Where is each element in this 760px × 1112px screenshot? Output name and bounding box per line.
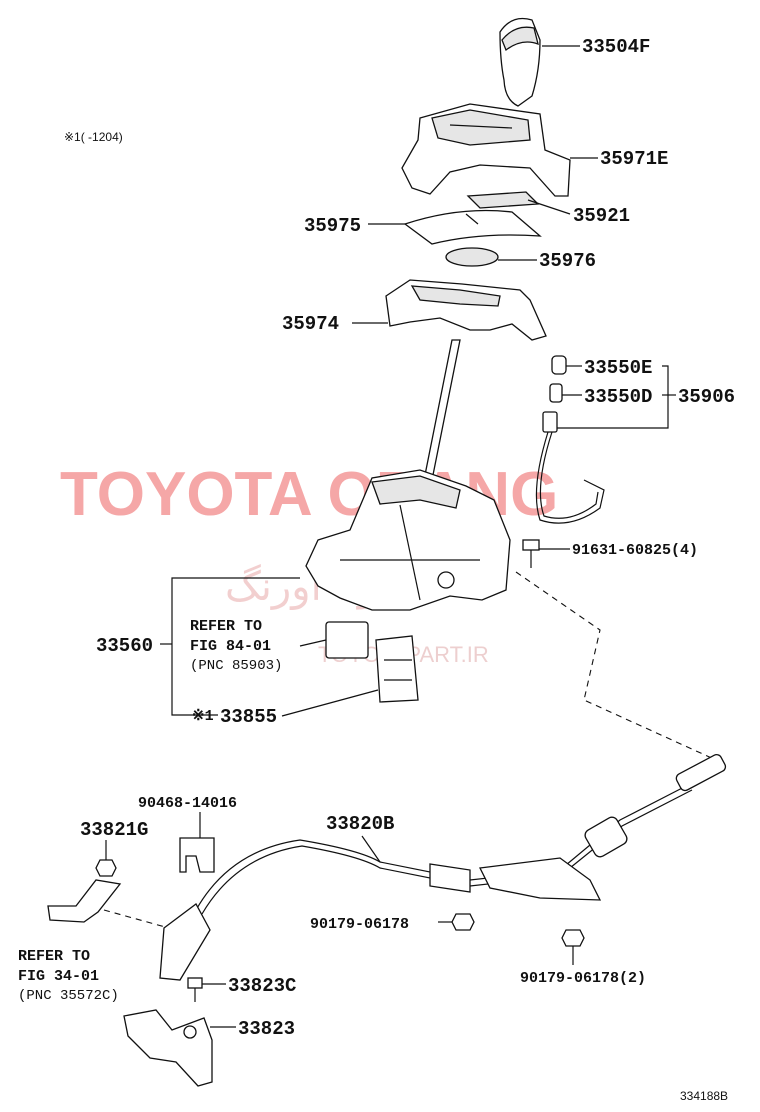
indicator-light-wire — [535, 411, 605, 524]
label-35906: 35906 — [678, 386, 735, 408]
label-33855: 33855 — [220, 706, 277, 728]
label-35971e: 35971E — [600, 148, 668, 170]
label-91631-60825: 91631-60825(4) — [572, 542, 698, 559]
plate-35921-part — [466, 191, 540, 209]
label-33550d: 33550D — [584, 386, 652, 408]
label-33550e: 33550E — [584, 357, 652, 379]
bolt-91631-part — [522, 539, 540, 568]
label-33820b: 33820B — [326, 813, 394, 835]
bolt-33823c-part — [187, 977, 203, 1002]
refer-84-line3: (PNC 85903) — [190, 658, 282, 674]
label-90468-14016: 90468-14016 — [138, 795, 237, 812]
label-90179-06178-2: 90179-06178(2) — [520, 970, 646, 987]
label-35975: 35975 — [304, 215, 361, 237]
refer-84-line2: FIG 84-01 — [190, 638, 271, 655]
switch-33855-part — [375, 635, 419, 703]
label-switch-mark: ※1 — [192, 708, 214, 725]
shift-lever-rod — [423, 339, 461, 481]
clip-90468-part — [179, 837, 215, 873]
shift-knob-part — [499, 17, 541, 107]
label-33560: 33560 — [96, 635, 153, 657]
connector-block-part — [325, 621, 369, 659]
label-35976: 35976 — [539, 250, 596, 272]
label-33821g: 33821G — [80, 819, 148, 841]
label-35974: 35974 — [282, 313, 339, 335]
refer-84-line1: REFER TO — [190, 618, 262, 635]
upper-housing-part — [385, 279, 547, 341]
label-90179-06178: 90179-06178 — [310, 916, 409, 933]
refer-34-line3: (PNC 35572C) — [18, 988, 119, 1004]
nut-90179-single-part — [451, 913, 475, 931]
small-bracket-part — [47, 879, 122, 923]
bulb-cap-part — [551, 355, 567, 375]
nut-33821g-part — [95, 859, 117, 877]
bulb-part — [549, 383, 563, 403]
cover-35976-part — [445, 247, 499, 267]
indicator-housing-part — [401, 103, 571, 197]
shift-lever-body-part — [305, 469, 511, 611]
label-35921: 35921 — [573, 205, 630, 227]
label-33823: 33823 — [238, 1018, 295, 1040]
bracket-33823-part — [123, 1009, 213, 1087]
applicability-note: ※1( -1204) — [64, 130, 123, 144]
control-cable-part — [159, 753, 727, 981]
label-33504f: 33504F — [582, 36, 650, 58]
refer-34-line2: FIG 34-01 — [18, 968, 99, 985]
nut-90179-double-part — [561, 929, 585, 947]
label-33823c: 33823C — [228, 975, 296, 997]
refer-34-line1: REFER TO — [18, 948, 90, 965]
figure-number: 334188B — [680, 1089, 728, 1103]
slide-plate-part — [403, 209, 542, 245]
